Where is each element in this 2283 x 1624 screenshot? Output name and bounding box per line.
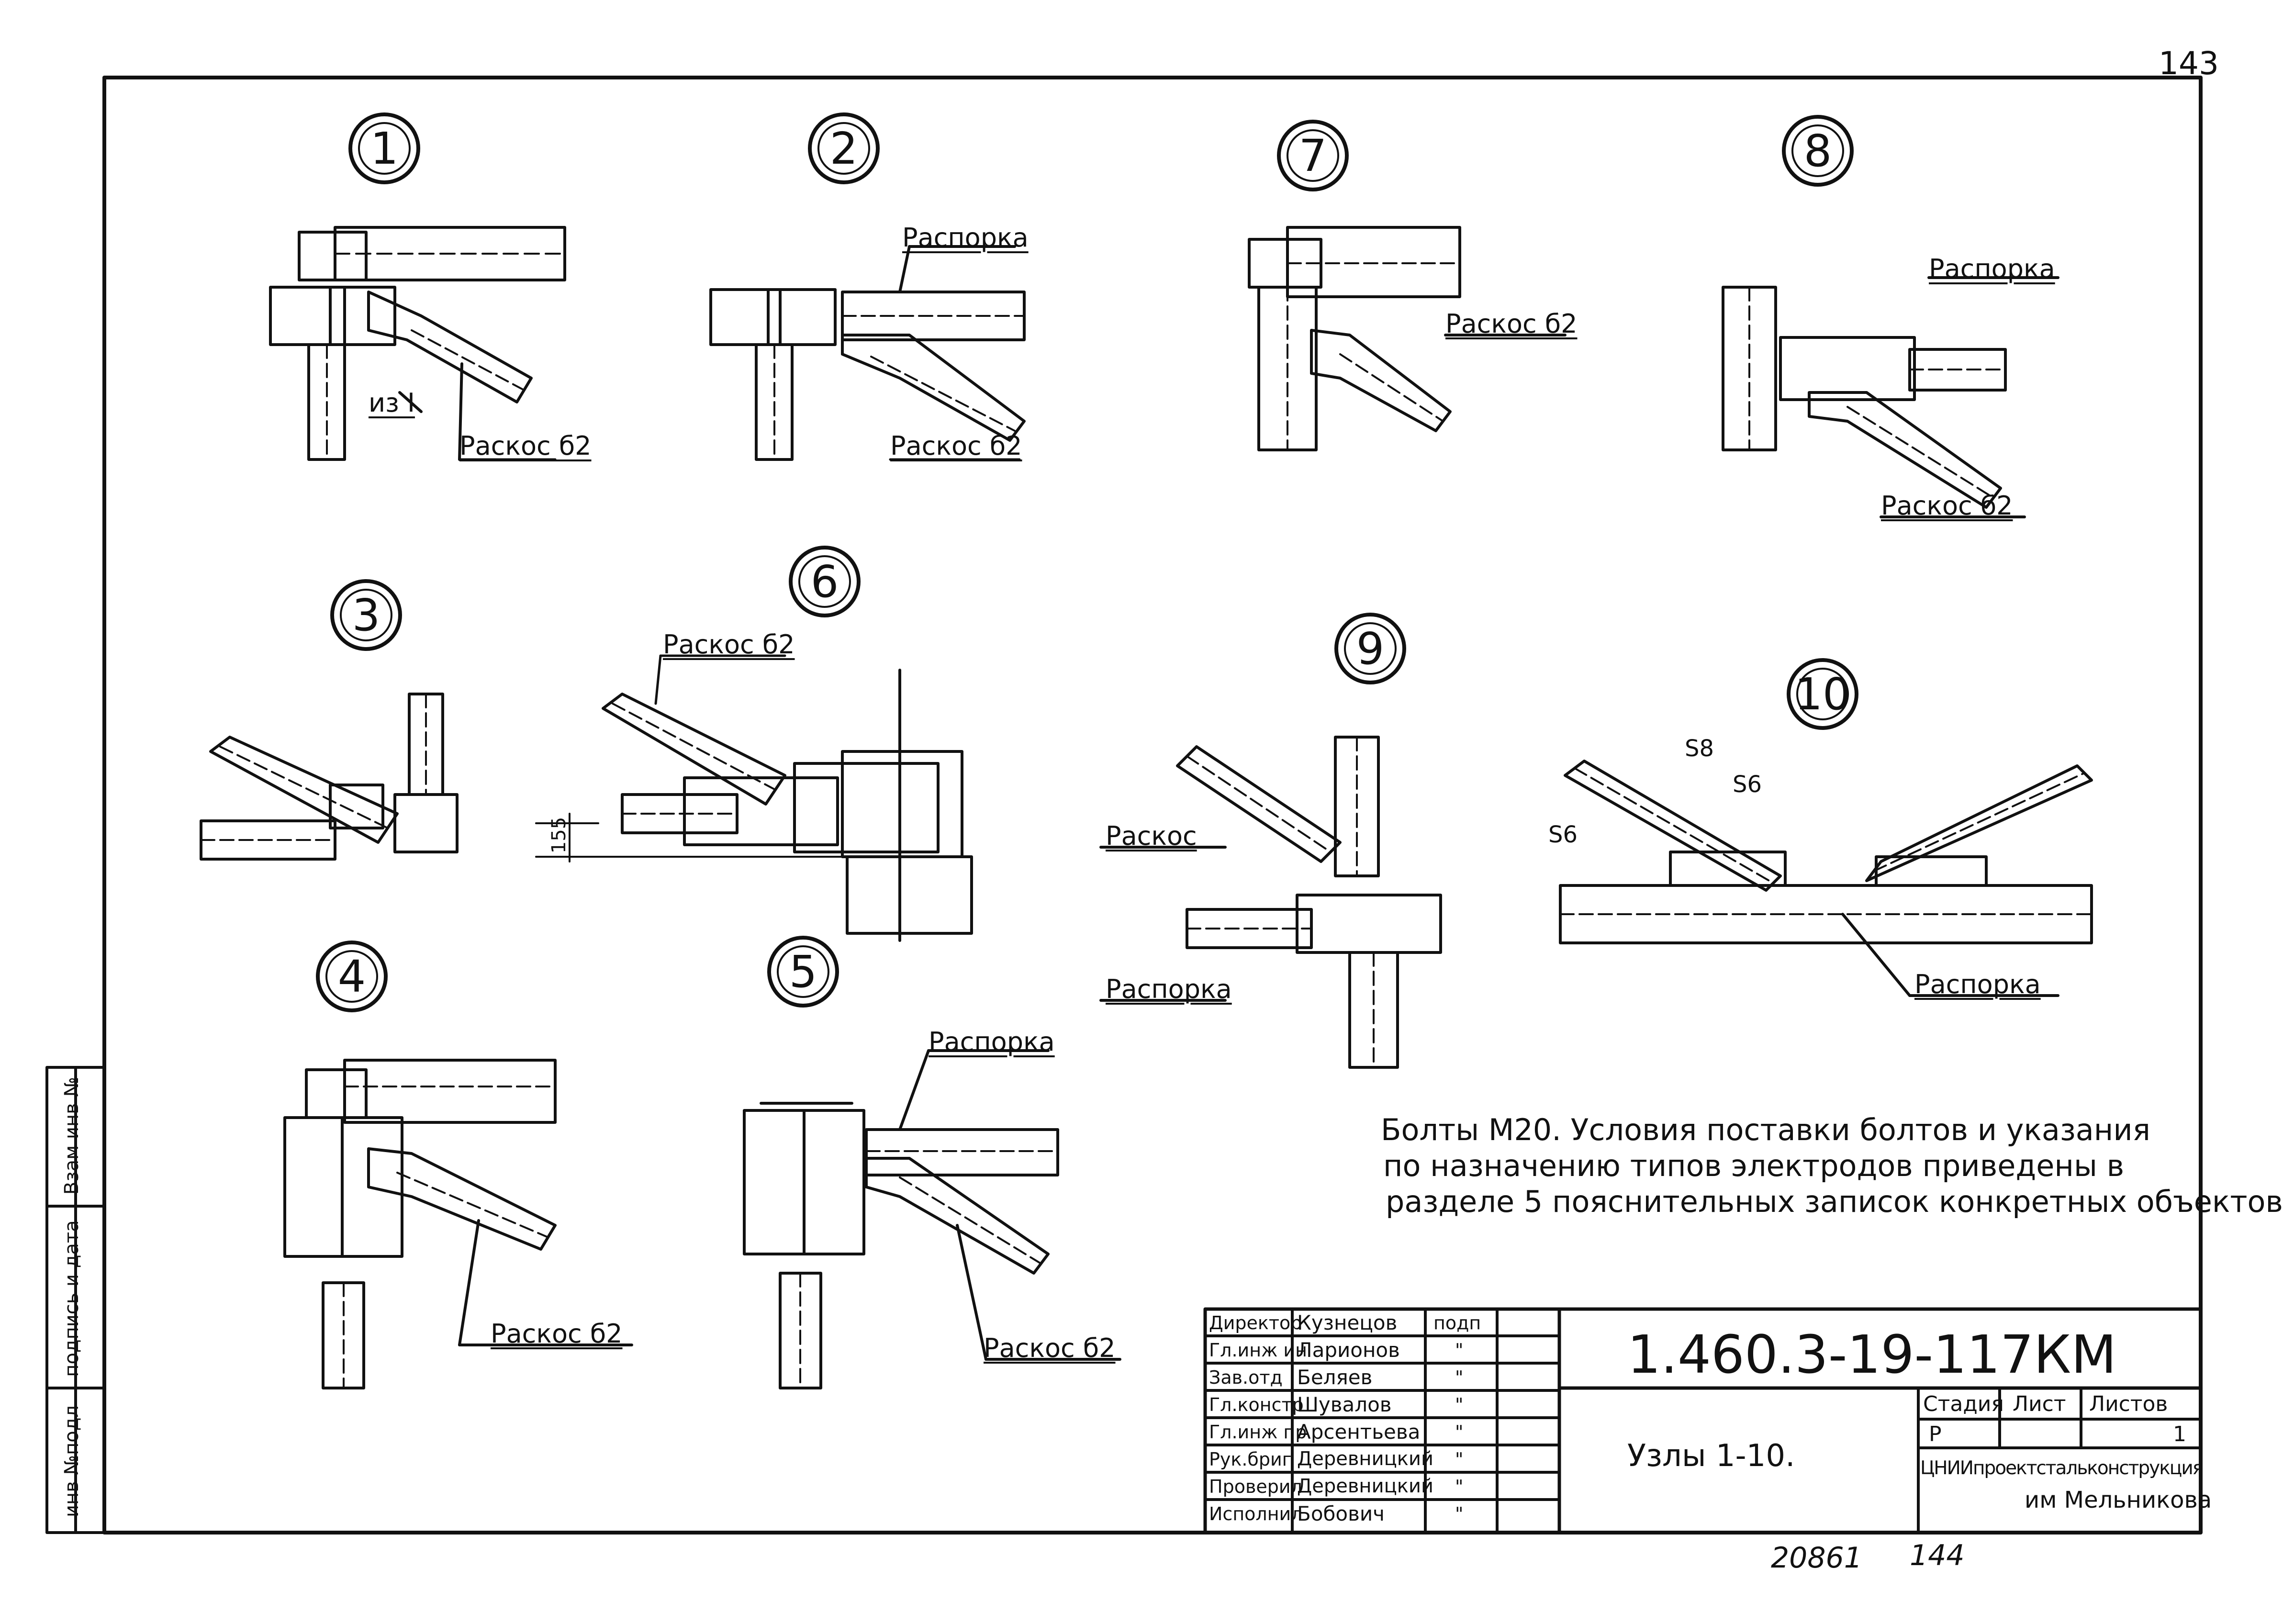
node-5-drawing (743, 1049, 1121, 1389)
node-10-number: 10 (1787, 658, 1858, 730)
side-stamp-signature-date: подпись и дата (61, 1220, 83, 1377)
node-4-drawing (283, 1059, 633, 1389)
tb-designation: 1.460.3-19-117КМ (1627, 1324, 2117, 1385)
tb-name-1: Ларионов (1297, 1338, 1400, 1362)
tb-sign-3: " (1455, 1394, 1464, 1415)
tb-sign-6: " (1455, 1476, 1464, 1497)
node-3-number: 3 (330, 579, 402, 651)
node-4-number: 4 (316, 941, 388, 1012)
node-10-label-s8: S8 (1685, 735, 1714, 762)
tb-role-7: Исполнил (1209, 1503, 1303, 1524)
tb-sheet-title: Узлы 1-10. (1627, 1438, 1795, 1474)
note-line-1: Болты М20. Условия поставки болтов и ука… (1381, 1112, 2150, 1147)
tb-role-6: Проверил (1209, 1476, 1302, 1497)
tb-name-4: Арсентьева (1297, 1420, 1421, 1444)
node-5-label-raskos: Раскос б2 (984, 1333, 1116, 1363)
node-10-drawing (1559, 760, 2093, 997)
tb-stage-value: Р (1929, 1422, 1942, 1446)
tb-sheet-header: Лист (2013, 1392, 2066, 1416)
node-10-label-rasporka: Распорка (1914, 969, 2041, 999)
side-stamp-frame (45, 1066, 106, 1534)
node-7-label-raskos: Раскос б2 (1445, 309, 1578, 339)
node-5-number: 5 (767, 936, 839, 1008)
tb-role-1: Гл.инж ин (1209, 1340, 1307, 1361)
node-10-label-s6-left: S6 (1548, 821, 1578, 848)
drawing-sheet (45, 76, 2203, 1534)
tb-sign-7: " (1455, 1503, 1464, 1524)
tb-sign-1: " (1455, 1340, 1464, 1361)
tb-name-2: Беляев (1297, 1366, 1373, 1389)
tb-organization-line1: ЦНИИпроектстальконструкция (1920, 1457, 2204, 1479)
node-2-label-raskos: Раскос б2 (890, 431, 1022, 461)
node-2-drawing (709, 245, 1026, 461)
tb-sheets-header: Листов (2089, 1392, 2168, 1416)
node-10-label-s6-top: S6 (1733, 771, 1762, 798)
node-2-number: 2 (808, 112, 880, 184)
node-9-drawing (1099, 736, 1442, 1069)
tb-role-5: Рук.бриг (1209, 1449, 1292, 1470)
node-7-drawing (1248, 226, 1567, 451)
leader-lines (458, 458, 1021, 705)
tb-sign-5: " (1455, 1449, 1464, 1470)
tb-name-6: Деревницкий (1297, 1475, 1433, 1497)
tb-role-3: Гл.констр (1209, 1394, 1304, 1415)
sheet-number: 143 (2159, 45, 2219, 82)
node-1-label-iz1: из I (369, 388, 415, 418)
node-8-number: 8 (1782, 115, 1854, 187)
drawing-frame (102, 76, 2203, 1534)
node-1-label-raskos: Раскос б2 (459, 431, 592, 461)
tb-name-5: Деревницкий (1297, 1448, 1433, 1470)
node-1-drawing (269, 226, 566, 461)
side-stamp-inv-podl: инв №подл (61, 1405, 83, 1517)
node-6-dimension: 155 (548, 817, 571, 854)
inventory-number: 20861 (1771, 1541, 1862, 1575)
node-6-drawing (535, 669, 973, 942)
node-2-label-rasporka: Распорка (902, 223, 1029, 253)
side-stamp-vzam-inv: Взам инв № (61, 1076, 83, 1195)
node-8-label-rasporka: Распорка (1929, 254, 2055, 284)
tb-stage-header: Стадия (1923, 1392, 2004, 1416)
tb-sign-2: " (1455, 1367, 1464, 1388)
title-block-grid (1203, 1307, 2203, 1534)
node-6-number: 6 (789, 546, 861, 617)
node-9-label-rasporka: Распорка (1106, 974, 1232, 1004)
page-counter: 144 (1910, 1539, 1965, 1572)
tb-sheets-value: 1 (2173, 1422, 2186, 1446)
note-line-2: по назначению типов электродов приведены… (1383, 1148, 2125, 1183)
node-7-number: 7 (1277, 120, 1349, 191)
node-9-number: 9 (1334, 613, 1406, 684)
tb-role-4: Гл.инж пр (1209, 1422, 1307, 1443)
node-4-label-raskos: Раскос б2 (491, 1319, 623, 1349)
tb-sign-4: " (1455, 1422, 1464, 1443)
node-1-number: 1 (348, 112, 420, 184)
tb-organization-line2: им Мельникова (2025, 1487, 2212, 1513)
node-9-label-raskos: Раскос (1106, 821, 1197, 851)
tb-name-0: Кузнецов (1297, 1311, 1398, 1334)
node-3-drawing (200, 693, 459, 861)
note-line-3: разделе 5 пояснительных записок конкретн… (1386, 1184, 2283, 1219)
node-8-drawing (1722, 276, 2059, 518)
tb-name-3: Шувалов (1297, 1393, 1392, 1416)
tb-sign-0: подп (1433, 1312, 1481, 1333)
node-8-label-raskos: Раскос б2 (1881, 491, 2013, 521)
node-5-label-rasporka: Распорка (929, 1027, 1055, 1057)
tb-role-2: Зав.отд (1209, 1367, 1283, 1388)
tb-role-0: Директор (1209, 1312, 1302, 1333)
node-6-label-raskos: Раскос б2 (663, 629, 795, 660)
tb-name-7: Бобович (1297, 1502, 1385, 1525)
